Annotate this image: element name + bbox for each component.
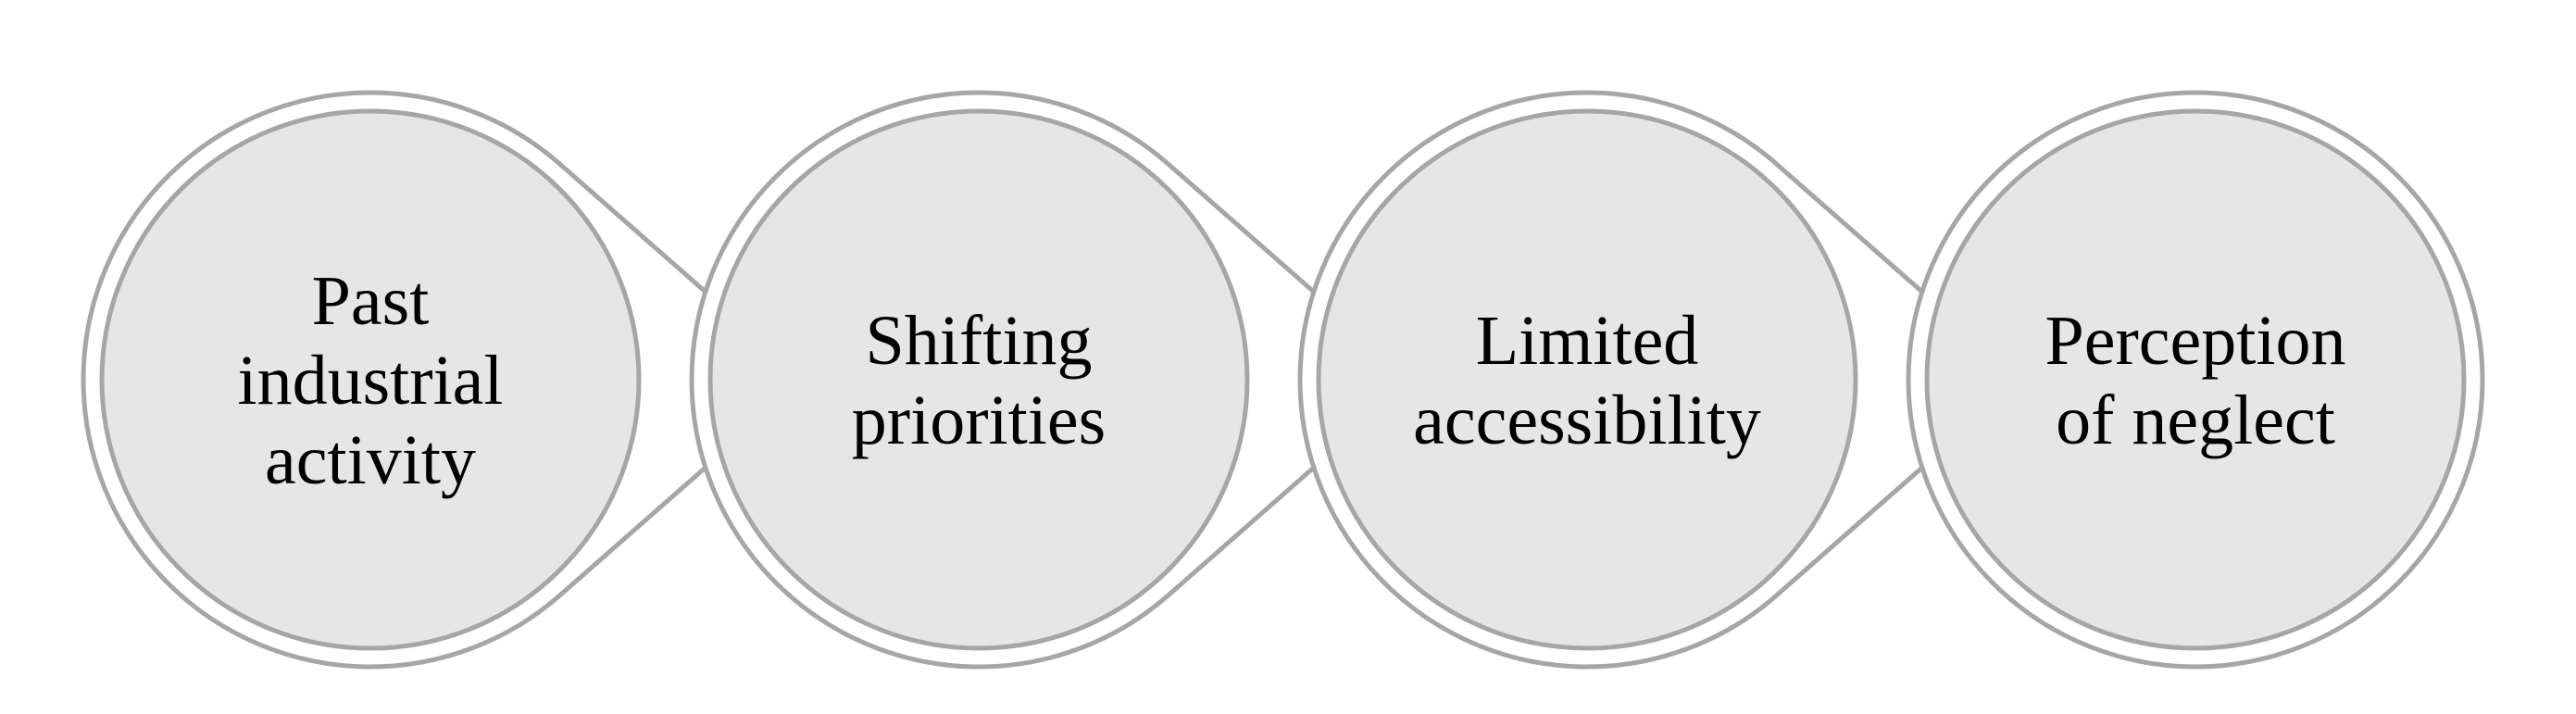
stage-circle bbox=[707, 108, 1250, 651]
stage-label-line: accessibility bbox=[1413, 382, 1761, 459]
stage-1 bbox=[81, 90, 809, 670]
stage-label-line: Limited bbox=[1476, 302, 1699, 380]
stage-circle bbox=[1316, 108, 1858, 651]
stage-circle bbox=[99, 108, 642, 651]
stage-label-line: Perception bbox=[2045, 302, 2345, 380]
stage-label-line: priorities bbox=[852, 382, 1106, 459]
stage-shapes bbox=[81, 90, 2485, 670]
stage-3 bbox=[1297, 90, 2026, 670]
stage-label-line: activity bbox=[265, 421, 476, 499]
stage-label-line: industrial bbox=[237, 342, 503, 420]
stage-label-line: of neglect bbox=[2056, 382, 2335, 459]
stage-2 bbox=[689, 90, 1418, 670]
stage-4 bbox=[1906, 90, 2485, 670]
stage-circle bbox=[1924, 108, 2467, 651]
stage-label-line: Shifting bbox=[866, 302, 1093, 380]
stage-label-line: Past bbox=[312, 262, 430, 340]
